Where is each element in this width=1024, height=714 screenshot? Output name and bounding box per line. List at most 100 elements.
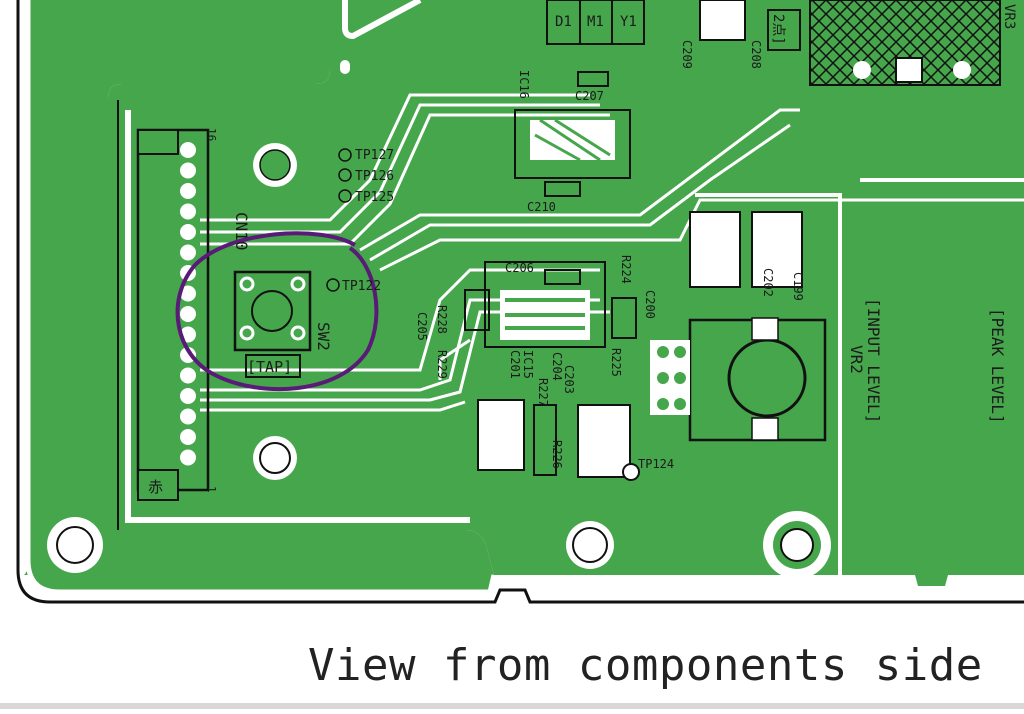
jumper-outline bbox=[767, 9, 801, 51]
label-r228: R228 bbox=[435, 305, 449, 334]
capacitor-pair bbox=[689, 211, 803, 288]
ic-pad-block bbox=[546, 0, 645, 45]
c203-outline bbox=[577, 404, 631, 478]
label-c207: C207 bbox=[575, 89, 604, 103]
test-point-pads bbox=[326, 148, 352, 292]
switch-pad bbox=[239, 276, 255, 292]
vr2-pad-hole bbox=[657, 346, 669, 358]
c209-outline bbox=[699, 0, 746, 41]
label-tp127: TP127 bbox=[355, 148, 394, 163]
c207-outline bbox=[577, 71, 609, 87]
tp-pad bbox=[338, 148, 352, 162]
mount-hole-inner bbox=[259, 149, 291, 181]
c199-outline bbox=[751, 211, 803, 288]
connector-pin bbox=[180, 449, 196, 466]
connector-pins bbox=[180, 142, 196, 466]
vr3-pin bbox=[895, 57, 923, 83]
connector-pin bbox=[180, 367, 196, 384]
label-r226: R226 bbox=[550, 440, 564, 469]
switch-label-box bbox=[245, 354, 301, 378]
label-c209: C209 bbox=[680, 40, 694, 69]
connector-pin bbox=[180, 306, 196, 322]
mounting-holes bbox=[47, 143, 831, 579]
connector-pin bbox=[180, 285, 196, 302]
label-c202: C202 bbox=[761, 268, 775, 297]
vr2-pin bbox=[751, 417, 779, 441]
tp124-pad bbox=[622, 463, 640, 481]
bottom-strip bbox=[0, 703, 1024, 709]
connector-pin bbox=[180, 429, 196, 445]
bottom-parts bbox=[477, 399, 640, 481]
vr3 bbox=[809, 0, 1001, 86]
label-c200: C200 bbox=[643, 290, 657, 319]
vr3-pin bbox=[953, 61, 971, 79]
vr2-pad-hole bbox=[674, 398, 686, 410]
c199-pad bbox=[752, 212, 802, 287]
mount-hole-inner bbox=[259, 442, 291, 474]
region-outline bbox=[695, 193, 842, 580]
annotation-circle bbox=[175, 231, 379, 391]
label-c206: C206 bbox=[505, 261, 534, 275]
c202-pad bbox=[690, 212, 740, 287]
r227-outline bbox=[533, 404, 557, 476]
vr2-pad-hole bbox=[674, 346, 686, 358]
mount-hole-inner bbox=[56, 526, 94, 564]
connector-pin bbox=[180, 183, 196, 199]
label-c210: C210 bbox=[527, 200, 556, 214]
connector-pin bbox=[180, 203, 196, 220]
label-vr3: VR3 bbox=[1001, 4, 1017, 29]
label-r229: R229 bbox=[435, 350, 449, 379]
label-ic16: IC16 bbox=[517, 70, 531, 99]
c206-outline bbox=[544, 269, 581, 285]
caption: View from components side bbox=[308, 640, 983, 691]
connector-pin bbox=[180, 388, 196, 404]
label-cn10: CN10 bbox=[232, 212, 251, 251]
label-tp122: TP122 bbox=[342, 279, 381, 294]
c201-outline bbox=[477, 399, 525, 471]
label-pin-1: 1 bbox=[205, 486, 218, 493]
label-red-mark: 赤 bbox=[148, 478, 163, 496]
switch-pad bbox=[239, 325, 255, 341]
connector-pin bbox=[180, 162, 196, 179]
label-tp125: TP125 bbox=[355, 190, 394, 205]
vr2-pad-hole bbox=[674, 372, 686, 384]
r224-outline bbox=[611, 297, 637, 339]
label-c204: C204 bbox=[550, 352, 564, 381]
vr2-pad-hole bbox=[657, 372, 669, 384]
mount-hole-inner bbox=[780, 528, 814, 562]
label-r227: R227 bbox=[536, 378, 550, 407]
connector-bottom-tab bbox=[137, 469, 179, 501]
label-c201: C201 bbox=[508, 350, 522, 379]
switch-sw2 bbox=[233, 270, 312, 378]
board-edge-line bbox=[16, 0, 1024, 604]
ic16-outline bbox=[514, 109, 631, 179]
switch-outline bbox=[233, 270, 312, 352]
label-c199: C199 bbox=[791, 272, 805, 301]
tp-pad bbox=[338, 168, 352, 182]
ic16 bbox=[514, 71, 631, 197]
connector-pin bbox=[180, 142, 196, 158]
label-r224: R224 bbox=[619, 255, 633, 284]
top-via bbox=[340, 60, 350, 74]
label-input-level: [INPUT LEVEL] bbox=[864, 298, 883, 423]
tp-pad bbox=[338, 189, 352, 203]
tp-pad bbox=[326, 278, 340, 292]
r228-outline bbox=[464, 289, 490, 331]
label-tap: [TAP] bbox=[247, 358, 292, 376]
silkscreen-labels: D1 M1 Y1 C209 C208 2点] VR3 C207 IC16 C21… bbox=[148, 4, 1017, 496]
label-pin-16: 16 bbox=[205, 128, 218, 141]
label-c205: C205 bbox=[415, 312, 429, 341]
mount-hole-inner bbox=[572, 527, 608, 563]
connector-pin bbox=[180, 408, 196, 425]
label-r225: R225 bbox=[609, 348, 623, 377]
inner-slot-line bbox=[125, 110, 470, 523]
vr2-pin bbox=[751, 317, 779, 341]
c201-pad bbox=[478, 400, 524, 470]
pad-label-d1: D1 bbox=[555, 14, 572, 30]
vr2-pad-hole bbox=[657, 398, 669, 410]
ic15 bbox=[464, 261, 637, 348]
label-ic15: IC15 bbox=[521, 350, 535, 379]
label-c203: C203 bbox=[562, 365, 576, 394]
